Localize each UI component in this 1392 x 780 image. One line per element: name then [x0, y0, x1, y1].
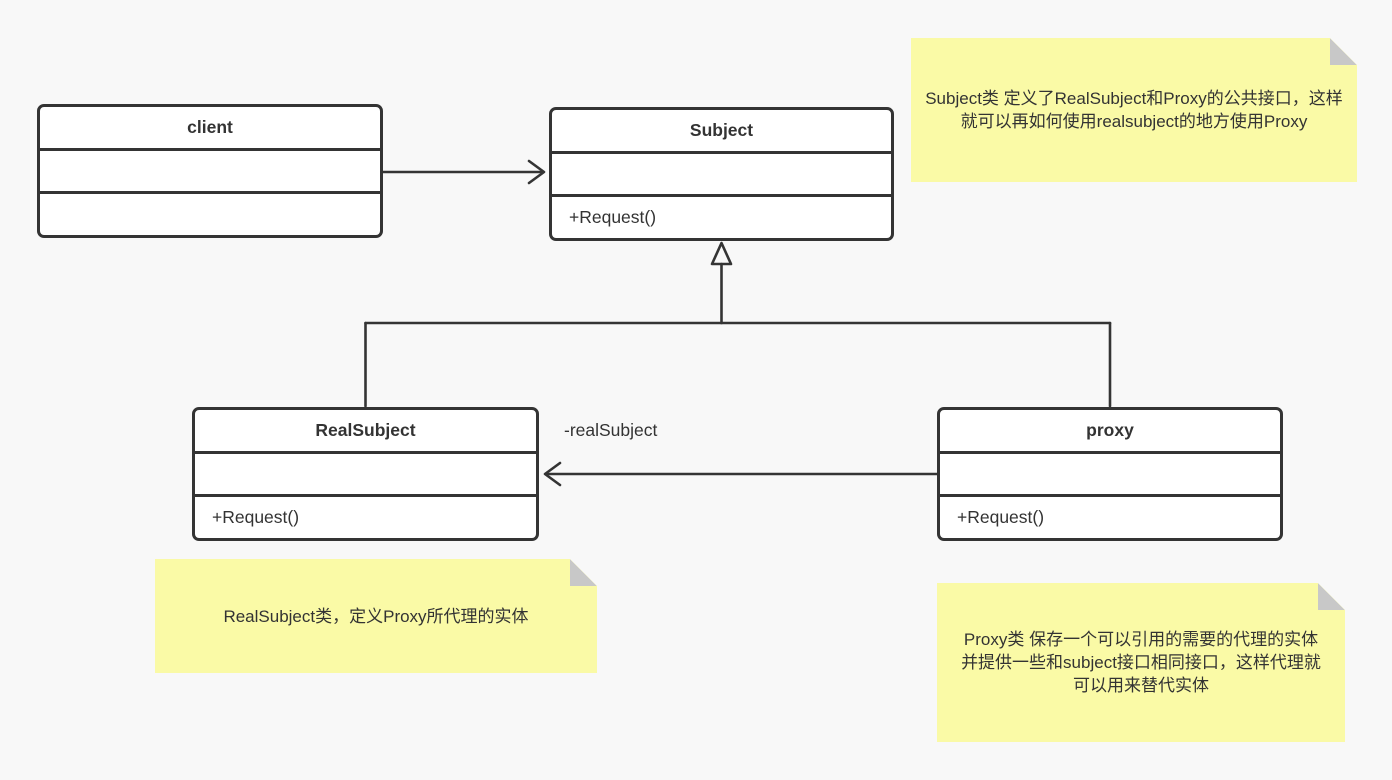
note-subject[interactable]: Subject类 定义了RealSubject和Proxy的公共接口，这样就可以… — [911, 38, 1357, 182]
note-subject-text: Subject类 定义了RealSubject和Proxy的公共接口，这样就可以… — [925, 89, 1343, 131]
class-client-name: client — [187, 116, 233, 137]
edge-client-to-subject[interactable] — [381, 159, 546, 185]
note-realsubject[interactable]: RealSubject类，定义Proxy所代理的实体 — [155, 559, 597, 673]
class-realsubject-methods: +Request() — [195, 494, 536, 538]
class-client-attributes — [40, 147, 380, 192]
arrowhead-open-left — [543, 461, 562, 487]
class-subject-attributes — [552, 150, 891, 195]
class-realsubject-attributes — [195, 450, 536, 495]
class-proxy-name: proxy — [1086, 419, 1134, 440]
arrowhead-open-right — [527, 159, 546, 185]
edge-generalization[interactable] — [364, 241, 1112, 408]
class-proxy-methods: +Request() — [940, 494, 1280, 538]
class-subject-methods: +Request() — [552, 194, 891, 238]
class-subject-name: Subject — [689, 119, 754, 140]
class-client[interactable]: client — [37, 104, 383, 238]
class-realsubject-name: RealSubject — [315, 419, 416, 440]
class-realsubject[interactable]: RealSubject +Request() — [192, 407, 539, 541]
arrowhead-hollow-triangle — [710, 241, 733, 266]
note-proxy[interactable]: Proxy类 保存一个可以引用的需要的代理的实体并提供一些和subject接口相… — [937, 583, 1345, 742]
class-client-methods — [40, 191, 380, 235]
edge-label-realsubject[interactable]: -realSubject — [564, 420, 658, 440]
class-proxy[interactable]: proxy +Request() — [937, 407, 1283, 541]
class-proxy-attributes — [940, 450, 1280, 495]
note-realsubject-text: RealSubject类，定义Proxy所代理的实体 — [223, 606, 529, 626]
class-subject[interactable]: Subject +Request() — [549, 107, 894, 241]
edge-proxy-to-realsubject[interactable] — [543, 461, 939, 487]
note-proxy-text: Proxy类 保存一个可以引用的需要的代理的实体并提供一些和subject接口相… — [961, 630, 1321, 695]
